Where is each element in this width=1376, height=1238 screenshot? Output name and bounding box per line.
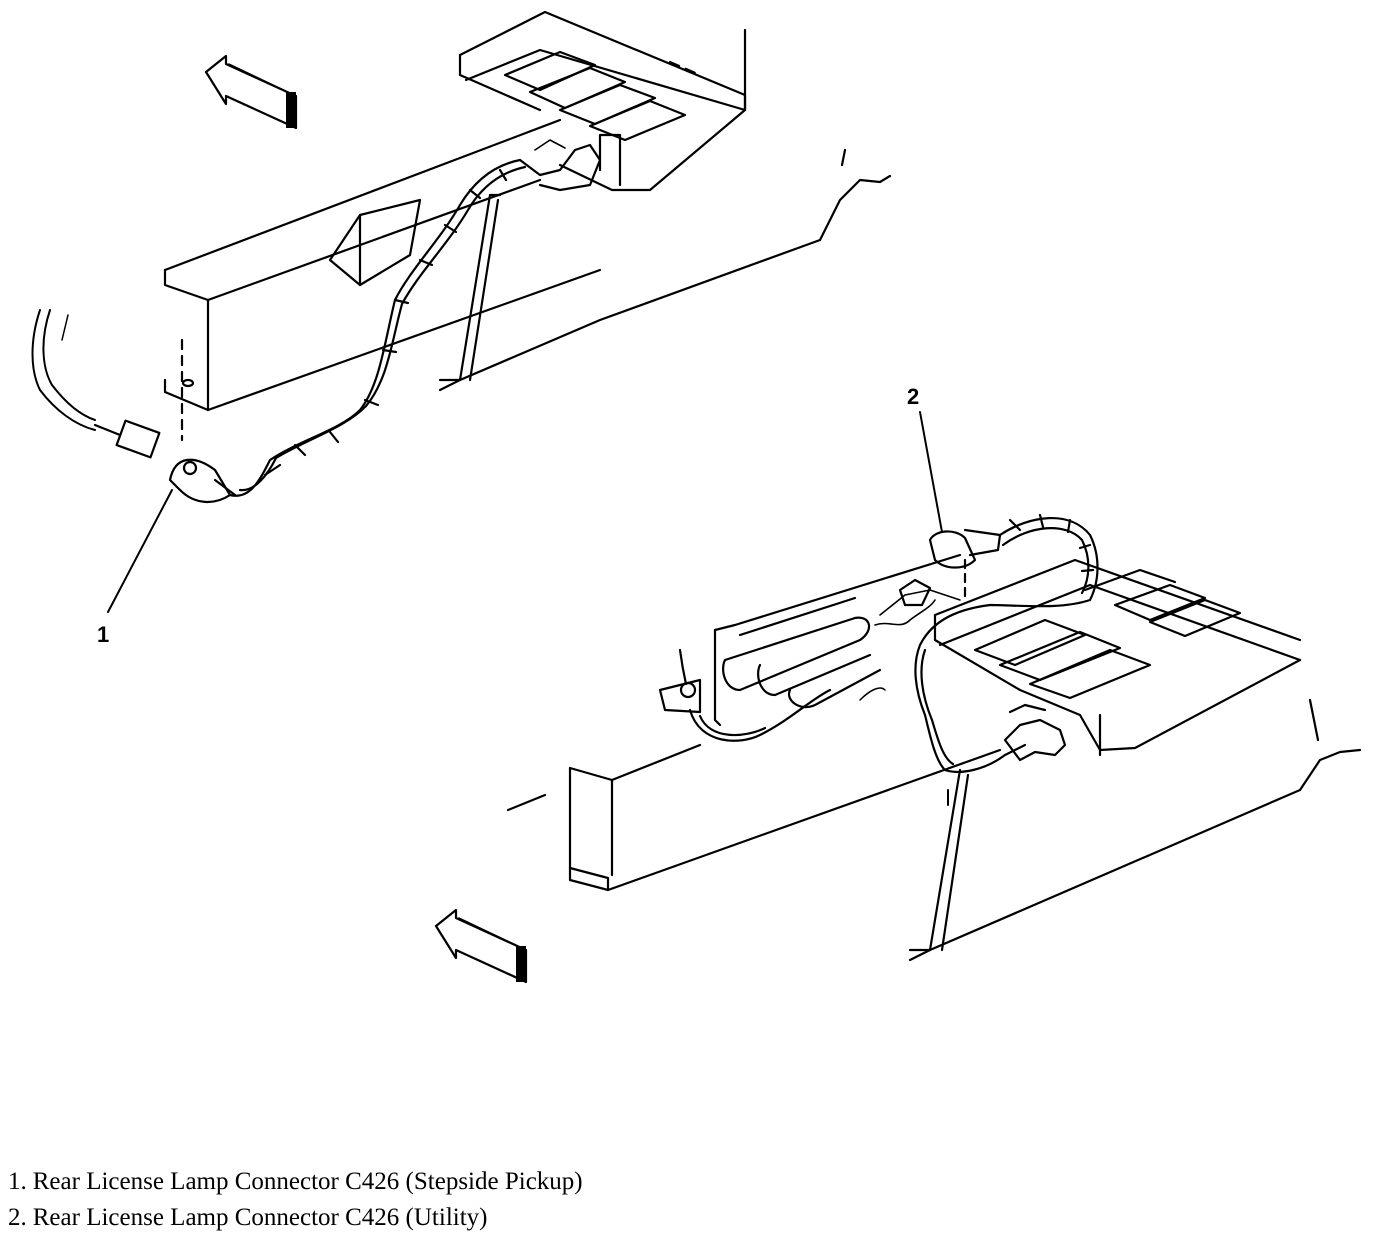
front-direction-arrow-top xyxy=(204,54,298,130)
front-direction-arrow-bottom xyxy=(434,908,528,984)
rear-step-bumper-top xyxy=(458,10,747,192)
callout-1-leader xyxy=(107,489,173,613)
callout-1-number: 1 xyxy=(97,622,110,647)
frame-rail-top xyxy=(163,118,892,412)
wiring-diagram xyxy=(31,10,1362,984)
callout-2-number: 2 xyxy=(907,384,920,409)
rear-step-bumper-bottom xyxy=(933,558,1302,757)
legend: 1.Rear License Lamp Connector C426 (Step… xyxy=(8,1164,583,1236)
legend-item: 2.Rear License Lamp Connector C426 (Util… xyxy=(8,1200,583,1236)
utility-illustration xyxy=(434,411,1362,984)
frame-rail-bottom xyxy=(506,698,1362,962)
legend-item-text: Rear License Lamp Connector C426 (Stepsi… xyxy=(32,1168,583,1195)
harness-top xyxy=(31,139,602,503)
stepside-illustration xyxy=(31,10,892,613)
legend-item: 1.Rear License Lamp Connector C426 (Step… xyxy=(8,1164,583,1200)
legend-item-number: 2. xyxy=(8,1204,27,1231)
legend-item-number: 1. xyxy=(8,1168,27,1195)
legend-item-text: Rear License Lamp Connector C426 (Utilit… xyxy=(32,1204,488,1231)
harness-bottom xyxy=(658,513,1099,806)
callout-2-leader xyxy=(919,411,943,533)
